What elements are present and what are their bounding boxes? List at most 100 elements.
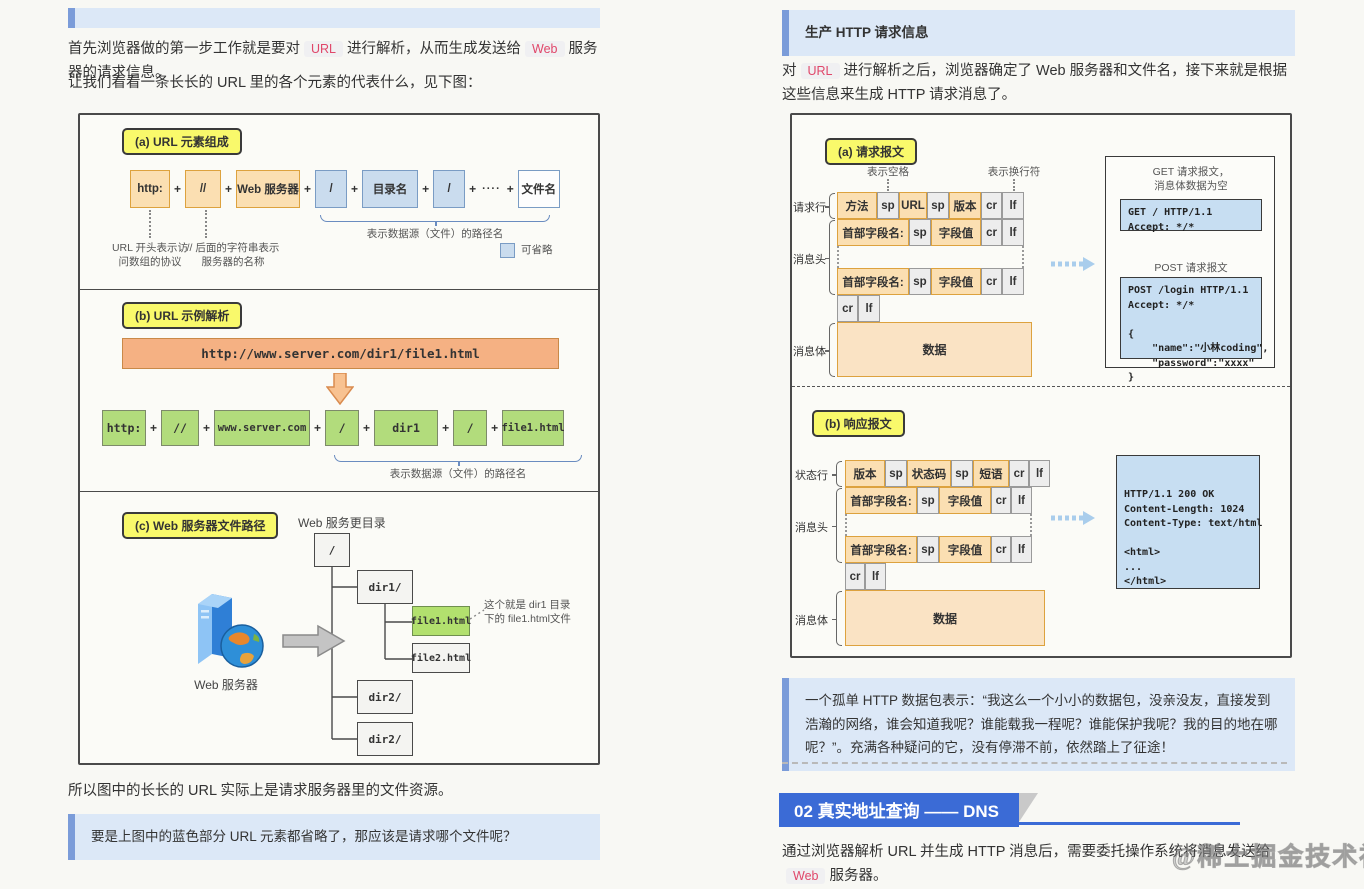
tree-node-dir2: dir2/ [357,680,413,714]
flow-arrow-icon [1051,511,1095,525]
msg-box: sp [909,268,931,295]
msg-box: cr [981,268,1002,295]
url-diagram: (a) URL 元素组成 http: + // + Web 服务器 + / + … [78,113,600,765]
plus-sign: + [469,182,477,196]
row-brace [832,488,842,563]
rows-continuation [837,246,1024,268]
file1-note: 这个就是 dir1 目录 下的 file1.html文件 [484,598,602,626]
diagram-c-file-path: (c) Web 服务器文件路径 Web 服务更目录 / dir1/ file1.… [80,491,598,767]
annotation-connector [887,179,889,191]
plus-sign: + [491,421,499,435]
post-request-code: POST /login HTTP/1.1 Accept: */* { "name… [1120,277,1268,383]
tree-node-dir2: dir2/ [357,722,413,756]
text: // 后面的字符串表示 [186,242,280,254]
plus-sign: + [203,421,211,435]
text: URL 开头表示访 [111,242,189,254]
msg-box: 方法 [837,192,877,219]
msg-box: 字段值 [939,487,991,514]
space-annotation: 表示空格 [867,166,909,178]
post-example-title: POST 请求报文 [1154,262,1228,274]
text: 通过浏览器解析 URL 并生成 HTTP 消息后，需要委托操作系统将消息发送给 [782,844,1271,860]
url-part-box: / [433,170,466,208]
url-part-box: // [161,410,200,446]
inline-code-web: Web [525,41,565,57]
get-example-title: GET 请求报文， 消息体数据为空 [1106,165,1276,193]
response-label: (b) 响应报文 [812,410,905,437]
msg-box: sp [917,536,939,563]
text: 对 [782,63,797,79]
msg-box: cr [1009,460,1029,487]
row-label-headers: 消息头 [793,254,826,266]
msg-box: sp [927,192,949,219]
msg-box: lf [1029,460,1050,487]
msg-box: cr [845,563,865,590]
brace-label: 表示数据源（文件）的路径名 [366,228,504,240]
tree-node-file2: file2.html [411,643,471,673]
msg-box: 首部字段名: [845,487,917,514]
flow-arrow-icon [1051,257,1095,271]
msg-box: lf [858,295,880,322]
msg-box: lf [1002,192,1024,219]
row-label-request-line: 请求行 [793,202,826,214]
callout-story: 一个孤单 HTTP 数据包表示：“我这么一个小小的数据包，没亲没友，直接发到浩瀚… [782,678,1295,771]
header-row: 首部字段名: sp 字段值 cr lf [845,487,1032,514]
text: 服务器。 [829,867,888,884]
plus-sign: + [174,182,182,196]
paragraph: 让我们看看一条长长的 URL 里的各个元素的代表什么，见下图： [68,75,482,91]
text: 问数组的协议 [118,256,182,269]
msg-box: sp [917,487,939,514]
url-part-box: http: [130,170,170,208]
msg-box: lf [1011,487,1032,514]
row-brace [825,193,835,219]
msg-box: 首部字段名: [845,536,917,563]
row-label-status-line: 状态行 [795,470,828,482]
url-part-box: www.server.com [214,410,311,446]
url-part-box: http: [102,410,146,446]
annotation-connector [149,210,151,238]
row-label-body: 消息体 [793,346,826,358]
response-example-code: HTTP/1.1 200 OK Content-Length: 1024 Con… [1116,455,1262,589]
text: 服务器的名称 [201,256,265,269]
watermark: @稀土掘金技术社区 [1171,844,1364,872]
annotation-server-name: // 后面的字符串表示 服务器的名称 [168,241,298,269]
msg-box: cr [981,192,1002,219]
tree-node-dir1: dir1/ [357,570,413,604]
body-data-box: 数据 [837,322,1032,377]
section-underline [779,822,1240,825]
row-brace [825,323,835,377]
ellipsis-dots: ···· [482,183,501,195]
legend-swatch [500,243,515,258]
msg-box: 版本 [845,460,885,487]
plus-sign: + [363,421,371,435]
get-request-code: GET / HTTP/1.1 Accept: */* [1120,199,1262,233]
plus-sign: + [225,182,233,196]
row-brace [825,220,835,295]
msg-box: 字段值 [931,268,981,295]
inline-code-url: URL [800,63,840,79]
text: 服务器的请求信息。 [68,41,598,81]
request-message-section: (a) 请求报文 表示空格 表示换行符 请求行 消息头 消息体 方法 sp UR… [792,115,1290,387]
fold-triangle-icon [1018,793,1038,822]
url-elements-row: http: + // + Web 服务器 + / + 目录名 + / + ···… [130,170,560,208]
msg-box: lf [1002,219,1024,246]
http-message-diagram: (a) 请求报文 表示空格 表示换行符 请求行 消息头 消息体 方法 sp UR… [790,113,1292,658]
row-label-headers: 消息头 [795,522,828,534]
text: 进行解析之后，浏览器确定了 Web 服务器和文件名，接下来就是根据这些信息来生成… [782,63,1288,103]
body-data-box: 数据 [845,590,1045,646]
msg-box: 状态码 [907,460,951,487]
legend-label: 可省略 [521,244,553,257]
row-brace [832,461,842,487]
diagram-b-url-example: (b) URL 示例解析 http://www.server.com/dir1/… [80,289,598,491]
msg-box: 首部字段名: [837,268,909,295]
response-message-section: (b) 响应报文 状态行 消息头 消息体 版本 sp 状态码 sp 短语 cr … [792,387,1290,660]
inline-code-web: Web [786,867,826,884]
row-brace [832,591,842,646]
msg-box: 首部字段名: [837,219,909,246]
brace-label: 表示数据源（文件）的路径名 [389,468,527,480]
plus-sign: + [314,421,322,435]
rows-continuation [845,514,1032,536]
msg-box: 短语 [973,460,1009,487]
diagram-c-label: (c) Web 服务器文件路径 [122,512,279,539]
